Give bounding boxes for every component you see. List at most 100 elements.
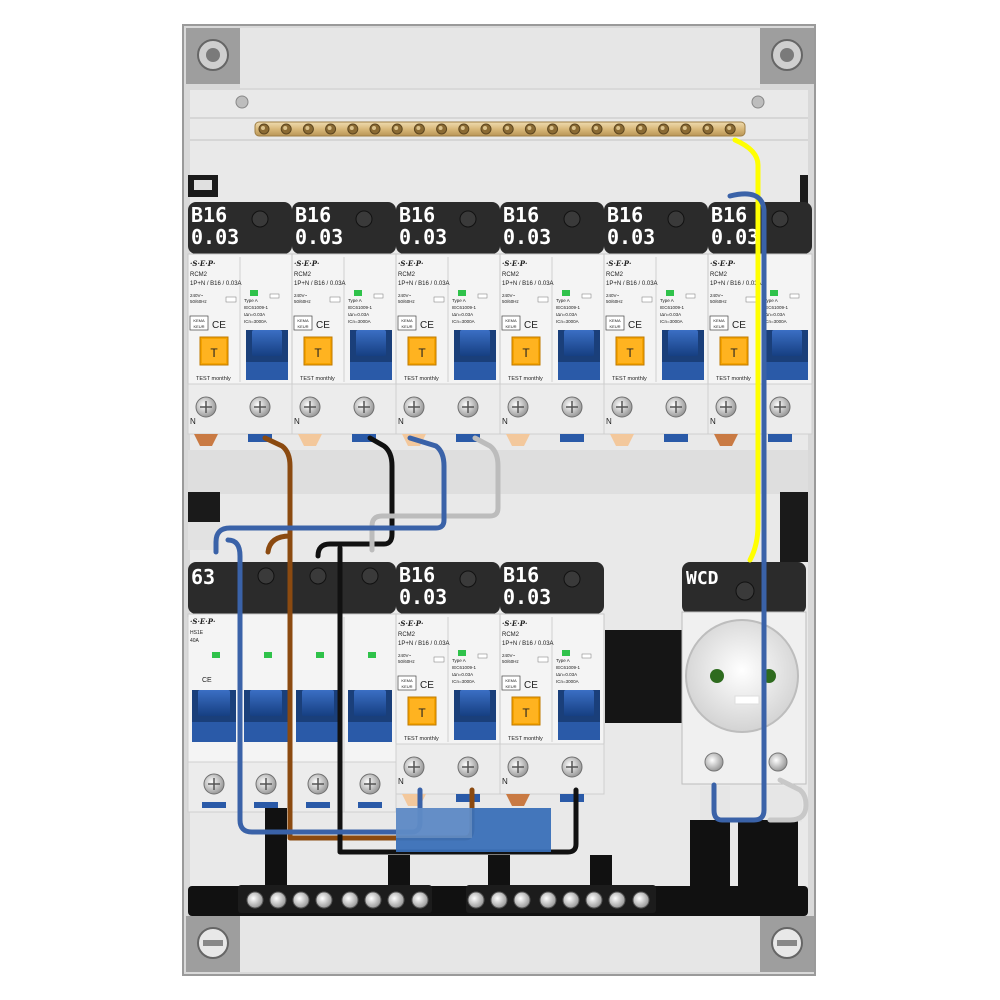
socket-face <box>685 619 799 733</box>
neutral-ferrule <box>714 434 738 446</box>
status-indicator <box>562 290 570 296</box>
status-indicator <box>250 290 258 296</box>
neutral-ferrule <box>194 434 218 446</box>
rcbo-rating-label: B16 <box>295 203 331 227</box>
kema-text: KEMA <box>401 678 413 683</box>
rcbo-type: Type A <box>660 298 674 303</box>
kema-text: KEMA <box>609 318 621 323</box>
rail-terminal-screw <box>490 891 508 909</box>
kema-keur-mark <box>501 675 521 691</box>
test-monthly-label: TEST monthly <box>300 376 335 382</box>
line-ferrule <box>248 434 272 442</box>
main-switch-top-screw <box>309 567 327 585</box>
rcbo-standard: IEC61009-1 <box>452 305 477 310</box>
line-ferrule <box>560 794 584 802</box>
main-switch-ferrule <box>358 802 382 808</box>
rcbo-model: RCM2 <box>502 272 520 278</box>
rcbo-idn: IΔn=0.03A <box>452 672 473 677</box>
rcbo-spec: 1P+N / B16 / 0.03A <box>502 281 554 287</box>
neutral-marker: N <box>398 777 404 786</box>
status-indicator <box>666 290 674 296</box>
line-ferrule <box>560 434 584 442</box>
rcbo-freq: 50/60Hz <box>398 299 416 304</box>
test-monthly-label: TEST monthly <box>404 376 439 382</box>
wire-black-lower <box>337 545 579 855</box>
rcbo-sensitivity-label: 0.03 <box>191 225 239 249</box>
main-switch-indicator <box>212 652 220 658</box>
rcbo-brand: ·S·E·P· <box>294 259 319 268</box>
rcbo-freq: 50/60Hz <box>606 299 624 304</box>
rcbo-model: RCM2 <box>710 272 728 278</box>
neutral-marker: N <box>710 417 716 426</box>
main-switch-indicator <box>264 652 272 658</box>
earth-busbar <box>254 121 746 137</box>
neutral-ferrule <box>506 794 530 806</box>
rcbo-standard: IEC61009-1 <box>556 305 581 310</box>
test-monthly-label: TEST monthly <box>612 376 647 382</box>
kema-text: KEMA <box>505 318 517 323</box>
line-ferrule <box>352 434 376 442</box>
keur-text: KEUR <box>505 684 516 689</box>
neutral-ferrule <box>298 434 322 446</box>
status-indicator <box>458 650 466 656</box>
rcbo-brand: ·S·E·P· <box>710 259 735 268</box>
rail-terminal-screw <box>562 891 580 909</box>
rcbo-sensitivity-label: 0.03 <box>295 225 343 249</box>
kema-keur-mark <box>397 315 417 331</box>
rcbo-model: RCM2 <box>190 272 208 278</box>
rcbo-icn: ICn=3000A <box>764 319 787 324</box>
rcbo-model: RCM2 <box>398 632 416 638</box>
corner-fixing-bottom-left <box>186 916 240 972</box>
kema-keur-mark <box>501 315 521 331</box>
main-switch-ce: CE <box>202 677 212 684</box>
rcbo-top-screw <box>563 210 581 228</box>
wire-grey-socket <box>767 777 809 823</box>
test-button-letter: T <box>626 346 634 360</box>
test-button-letter: T <box>418 706 426 720</box>
rcbo-standard: IEC61009-1 <box>244 305 269 310</box>
rcbo-type: Type A <box>244 298 258 303</box>
toggle-lever <box>460 690 490 716</box>
line-ferrule <box>456 434 480 442</box>
rcbo-freq: 50/60Hz <box>398 659 416 664</box>
rcbo-standard: IEC61009-1 <box>348 305 373 310</box>
rail-terminal-screw <box>387 891 405 909</box>
rcbo-icn: ICn=3000A <box>452 679 475 684</box>
rcbo-voltage: 240V~ <box>294 293 308 298</box>
corner-fixing-bottom-right <box>760 916 814 972</box>
rcbo-type: Type A <box>764 298 778 303</box>
rcbo-type: Type A <box>452 658 466 663</box>
rcbo-sensitivity-label: 0.03 <box>503 225 551 249</box>
test-monthly-label: TEST monthly <box>716 376 751 382</box>
socket-outlet: WCD <box>681 562 807 822</box>
main-switch-ferrule <box>254 802 278 808</box>
wire-black-upper <box>315 435 395 559</box>
rcbo-rating-label: B16 <box>399 563 435 587</box>
test-button-letter: T <box>730 346 738 360</box>
rcbo-freq: 50/60Hz <box>502 659 520 664</box>
rcbo-type: Type A <box>348 298 362 303</box>
rcbo-spec: 1P+N / B16 / 0.03A <box>398 641 450 647</box>
rcbo-idn: IΔn=0.03A <box>556 672 577 677</box>
terminal-rail <box>188 808 808 916</box>
main-switch-toggle <box>250 690 282 716</box>
main-switch-toggle <box>302 690 334 716</box>
rcbo-brand: ·S·E·P· <box>606 259 631 268</box>
rcbo-top-screw <box>251 210 269 228</box>
rcbo-spec: 1P+N / B16 / 0.03A <box>190 281 242 287</box>
kema-text: KEMA <box>297 318 309 323</box>
rail-terminal-screw <box>315 891 333 909</box>
rcbo-standard: IEC61009-1 <box>556 665 581 670</box>
rcbo-idn: IΔn=0.03A <box>348 312 369 317</box>
corner-fixings <box>186 28 814 972</box>
neutral-marker: N <box>398 417 404 426</box>
rcbo-freq: 50/60Hz <box>502 299 520 304</box>
test-monthly-label: TEST monthly <box>508 736 543 742</box>
rcbo-brand: ·S·E·P· <box>398 619 423 628</box>
rcbo-voltage: 240V~ <box>502 293 516 298</box>
test-button-letter: T <box>418 346 426 360</box>
rail-terminal-screw <box>513 891 531 909</box>
